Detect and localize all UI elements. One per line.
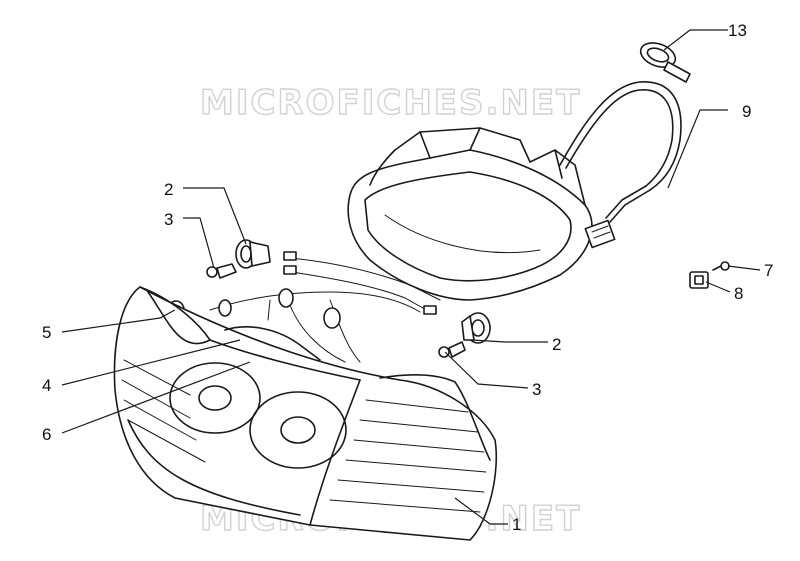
leader-lines: [61, 29, 761, 525]
headlight-housing: [347, 127, 593, 301]
callout-6: 6: [42, 425, 51, 444]
callout-9: 9: [742, 102, 751, 121]
callout-1: 1: [512, 515, 521, 534]
watermark-top: MICROFICHES.NET: [200, 83, 581, 123]
callout-13: 13: [728, 21, 747, 40]
callout-2-right: 2: [552, 335, 561, 354]
nut-part-8: [689, 271, 709, 289]
callout-7: 7: [764, 261, 773, 280]
callout-8: 8: [734, 284, 743, 303]
bulb-socket-left: [235, 239, 271, 269]
callout-3-left: 3: [164, 210, 173, 229]
headlamp-lens: [113, 286, 498, 541]
callout-3-right: 3: [532, 380, 541, 399]
bulb-right: [438, 341, 466, 358]
screw-part-7: [712, 261, 730, 271]
callout-5: 5: [42, 323, 51, 342]
callout-2-left: 2: [164, 180, 173, 199]
callout-4: 4: [42, 376, 51, 395]
clip-part-13: [639, 42, 691, 83]
bulb-left: [206, 263, 237, 279]
wiring-harness: [559, 81, 682, 249]
bulb-socket-right: [461, 312, 491, 344]
